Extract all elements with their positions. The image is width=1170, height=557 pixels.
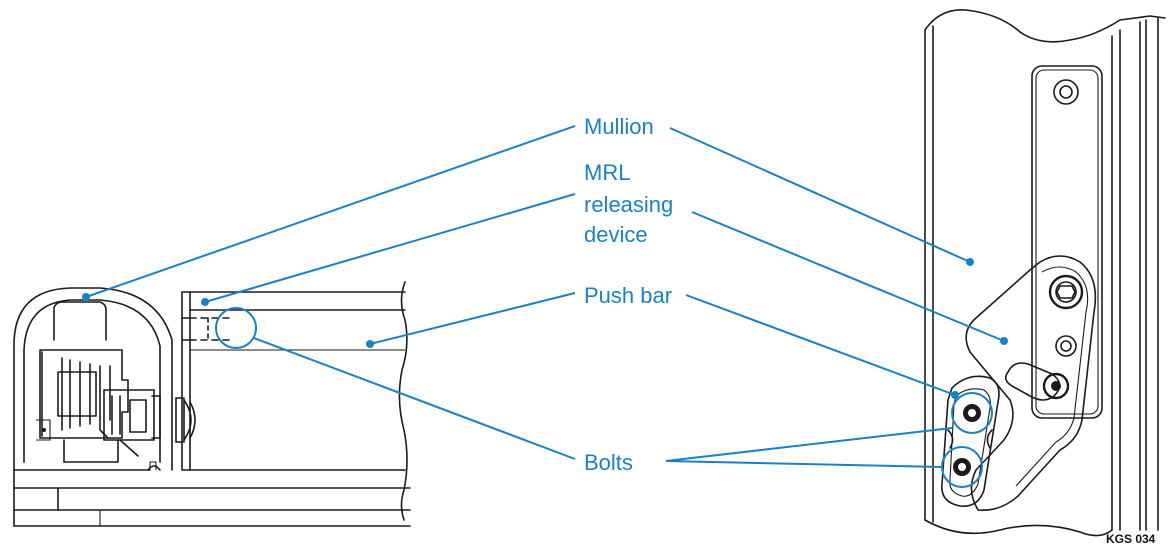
label-push-bar: Push bar (584, 283, 673, 308)
leader-dot-mullion-left (82, 293, 90, 301)
mullion-profile (924, 17, 1159, 537)
label-bolts: Bolts (584, 450, 633, 475)
leader-dot-mrl-right (1000, 337, 1008, 345)
leader-dot-pushbar-left (366, 340, 374, 348)
leader-dot-mullion-right (966, 258, 974, 266)
leader-pushbar-right (685, 294, 956, 396)
label-mullion: Mullion (584, 114, 654, 139)
leader-dot-pushbar-right (951, 391, 959, 399)
lock-mechanism (36, 301, 161, 463)
mullion-housing (13, 287, 173, 471)
leader-mullion-right (669, 127, 971, 263)
push-bar-assembly (175, 281, 408, 521)
label-mrl-line3: device (584, 222, 648, 247)
bolt-lower (941, 446, 983, 488)
label-mrl-line1: MRL (584, 160, 631, 185)
leader-dot-mrl-left (201, 298, 209, 306)
bolt-upper (951, 392, 993, 434)
leader-mullion-left (85, 125, 576, 298)
leader-pushbar-left (369, 292, 576, 345)
label-mrl-line2: releasing (584, 192, 674, 217)
reference-code: KGS 034 (1106, 532, 1156, 546)
left-bolt-circle (215, 307, 257, 349)
leader-lines (82, 125, 1008, 468)
left-side-view (13, 281, 411, 527)
base-rail (13, 469, 411, 527)
leader-bolts-left (253, 337, 576, 460)
mrl-releasing-device (965, 255, 1097, 512)
push-bar-guide (941, 375, 1000, 507)
mullion-top-edge (924, 9, 1166, 43)
leader-bolts-lower (665, 460, 943, 468)
leader-mrl-right (691, 211, 1005, 342)
leader-mrl-left (204, 193, 576, 303)
leader-bolts-upper (665, 427, 953, 462)
mounting-plate (1031, 65, 1103, 419)
right-front-view (924, 9, 1166, 537)
